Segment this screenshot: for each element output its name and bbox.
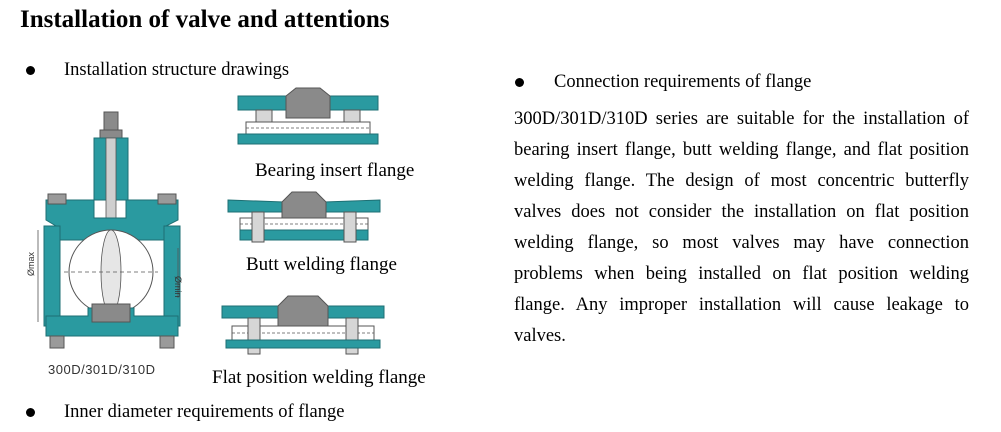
bullet-text: Installation structure drawings xyxy=(64,60,290,80)
bullet-installation-drawings: Installation structure drawings xyxy=(26,60,289,81)
dimension-min: Ømin xyxy=(173,276,183,298)
bullet-inner-diameter: Inner diameter requirements of flange xyxy=(26,402,344,423)
connection-requirements-paragraph: 300D/301D/310D series are suitable for t… xyxy=(514,109,969,346)
dimension-max: Ømax xyxy=(26,251,36,276)
butterfly-valve-drawing: Ømax Ømin xyxy=(26,111,183,349)
page-title: Installation of valve and attentions xyxy=(20,6,390,33)
flat-position-flange-drawing xyxy=(221,295,385,355)
butt-welding-flange-drawing xyxy=(227,191,381,243)
bullet-text: Connection requirements of flange xyxy=(554,72,812,92)
bullet-dot xyxy=(515,78,524,87)
label-flat-position-flange: Flat position welding flange xyxy=(212,367,426,388)
label-butt-welding-flange: Butt welding flange xyxy=(246,254,397,275)
bullet-dot xyxy=(26,408,35,417)
bearing-insert-flange-drawing xyxy=(237,87,379,145)
bullet-text: Inner diameter requirements of flange xyxy=(64,402,345,422)
valve-model-label: 300D/301D/310D xyxy=(48,362,156,377)
label-bearing-insert-flange: Bearing insert flange xyxy=(255,160,415,181)
bullet-dot xyxy=(26,66,35,75)
bullet-connection-requirements: Connection requirements of flange xyxy=(515,72,811,93)
valve-body-left xyxy=(43,225,61,327)
